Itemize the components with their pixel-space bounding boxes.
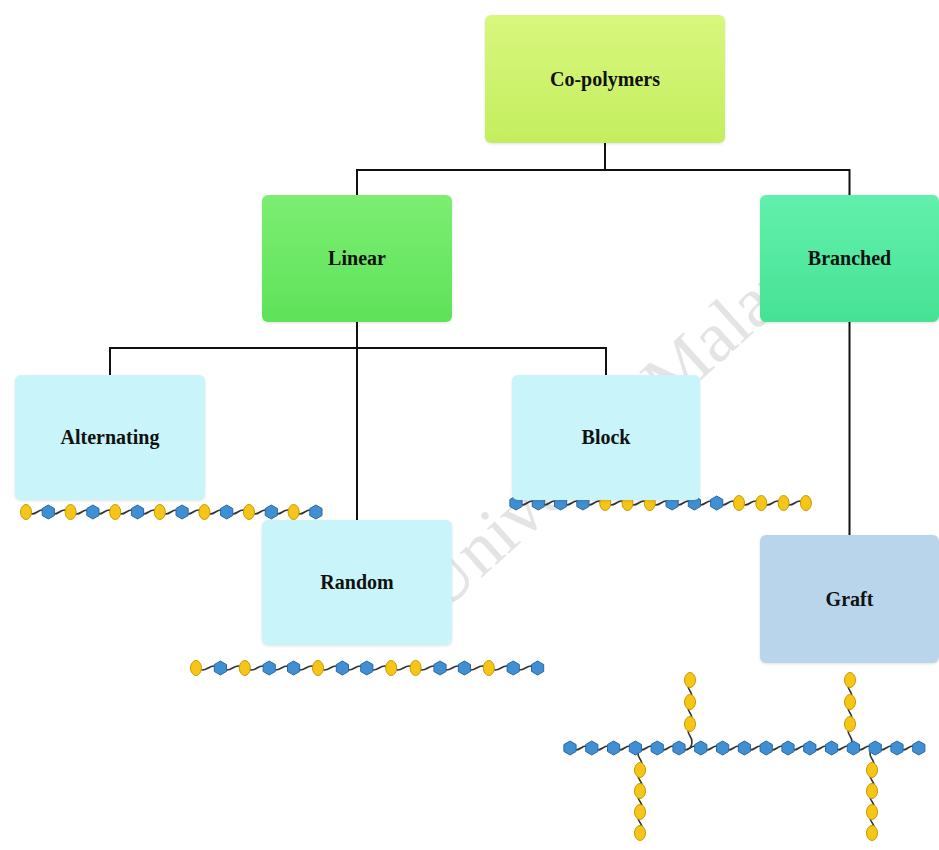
monomer-b [214, 661, 226, 675]
monomer-a [21, 505, 32, 520]
tree-connector [357, 322, 606, 375]
node-label: Branched [808, 247, 891, 270]
monomer-b [221, 505, 233, 519]
monomer-a [867, 805, 878, 820]
monomer-b [760, 741, 772, 755]
monomer-b [42, 505, 54, 519]
monomer-b [336, 661, 348, 675]
monomer-a [800, 496, 811, 511]
node-label: Alternating [61, 426, 160, 449]
monomer-b [717, 741, 729, 755]
monomer-a [239, 661, 250, 676]
monomer-a [154, 505, 165, 520]
monomer-a [65, 505, 76, 520]
monomer-a [734, 496, 745, 511]
monomer-b [608, 741, 620, 755]
monomer-a [778, 496, 789, 511]
monomer-a [867, 784, 878, 799]
monomer-a [867, 826, 878, 841]
monomer-b [629, 741, 641, 755]
monomer-b [458, 661, 470, 675]
monomer-a [845, 673, 856, 688]
monomer-a [845, 717, 856, 732]
type-box: Graft [760, 535, 939, 663]
tree-connector [605, 143, 850, 195]
monomer-a [410, 661, 421, 676]
monomer-b [507, 661, 519, 675]
monomer-b [361, 661, 373, 675]
root-box: Co-polymers [485, 15, 725, 143]
type-box: Block [512, 375, 700, 500]
monomer-b [265, 505, 277, 519]
monomer-b [651, 741, 663, 755]
type-box: Random [262, 520, 452, 645]
tree-connector [356, 322, 358, 520]
node-label: Block [582, 426, 631, 449]
monomer-a [685, 673, 696, 688]
monomer-b [695, 741, 707, 755]
monomer-b [310, 505, 322, 519]
node-label: Co-polymers [550, 68, 660, 91]
monomer-a [845, 695, 856, 710]
tree-connector [110, 322, 357, 375]
monomer-a [386, 661, 397, 676]
category-box: Branched [760, 195, 939, 322]
monomer-a [288, 505, 299, 520]
monomer-a [110, 505, 121, 520]
tree-connector [849, 322, 851, 535]
monomer-b [263, 661, 275, 675]
monomer-b [673, 741, 685, 755]
monomer-b [913, 741, 925, 755]
monomer-a [635, 763, 646, 778]
monomer-a [867, 763, 878, 778]
monomer-b [738, 741, 750, 755]
monomer-b [131, 505, 143, 519]
node-label: Linear [328, 247, 386, 270]
monomer-b [586, 741, 598, 755]
monomer-a [685, 695, 696, 710]
node-label: Random [320, 571, 393, 594]
tree-connector [357, 143, 605, 195]
monomer-b [87, 505, 99, 519]
monomer-b [804, 741, 816, 755]
monomer-a [313, 661, 324, 676]
monomer-b [532, 661, 544, 675]
monomer-b [176, 505, 188, 519]
node-label: Graft [826, 588, 874, 611]
monomer-b [782, 741, 794, 755]
monomer-b [826, 741, 838, 755]
monomer-b [434, 661, 446, 675]
monomer-a [635, 826, 646, 841]
monomer-b [847, 741, 859, 755]
monomer-b [891, 741, 903, 755]
monomer-a [635, 805, 646, 820]
monomer-a [635, 784, 646, 799]
monomer-a [244, 505, 255, 520]
monomer-b [711, 496, 723, 510]
type-box: Alternating [15, 375, 205, 500]
monomer-b [869, 741, 881, 755]
monomer-b [564, 741, 576, 755]
monomer-a [756, 496, 767, 511]
monomer-b [288, 661, 300, 675]
monomer-a [199, 505, 210, 520]
monomer-a [191, 661, 202, 676]
category-box: Linear [262, 195, 452, 322]
monomer-a [685, 717, 696, 732]
monomer-a [483, 661, 494, 676]
